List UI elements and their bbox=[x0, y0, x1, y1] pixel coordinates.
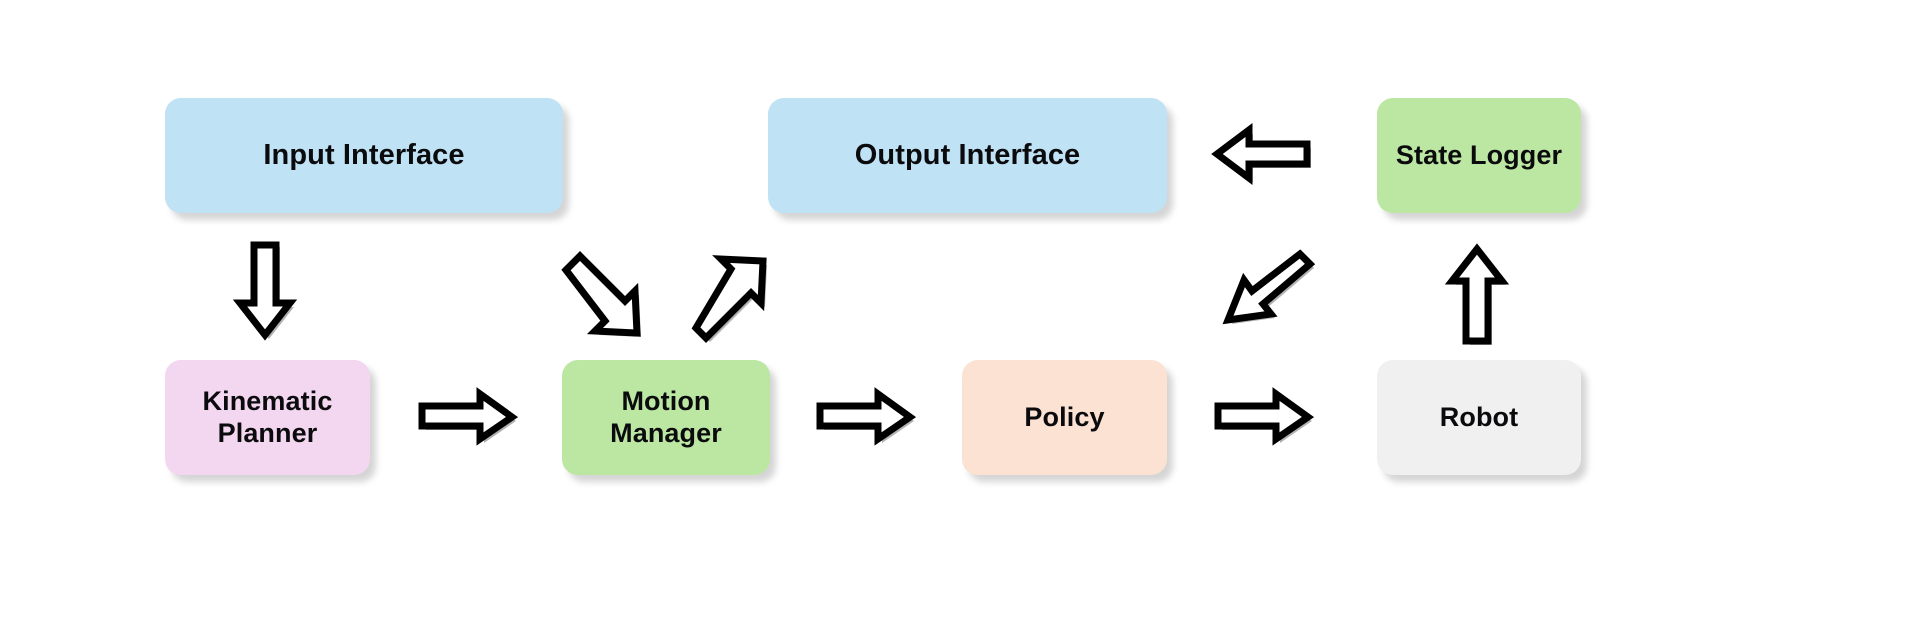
arrow-policy-to-robot-right-icon bbox=[1214, 387, 1316, 448]
node-output-interface[interactable]: Output Interface bbox=[768, 98, 1167, 213]
node-label: Policy bbox=[1024, 401, 1105, 432]
node-policy[interactable]: Policy bbox=[962, 360, 1167, 475]
arrow-motion-to-output-up-right-icon bbox=[688, 248, 788, 348]
arrow-input-to-motion-down-right-icon bbox=[558, 248, 658, 348]
node-kinematic-planner[interactable]: Kinematic Planner bbox=[165, 360, 370, 475]
node-label: State Logger bbox=[1395, 139, 1563, 170]
node-input-interface[interactable]: Input Interface bbox=[165, 98, 563, 213]
arrow-kinematic-to-motion-right-icon bbox=[418, 387, 520, 448]
arrow-robot-to-state-logger-up-icon bbox=[1444, 243, 1512, 348]
node-label: Robot bbox=[1439, 401, 1519, 432]
node-label: Output Interface bbox=[854, 139, 1081, 172]
node-label: Kinematic Planner bbox=[202, 385, 333, 448]
node-motion-manager[interactable]: Motion Manager bbox=[562, 360, 770, 475]
arrow-input-to-kinematic-down-icon bbox=[232, 241, 300, 343]
node-robot[interactable]: Robot bbox=[1377, 360, 1581, 475]
node-state-logger[interactable]: State Logger bbox=[1377, 98, 1581, 213]
arrow-motion-to-policy-right-icon bbox=[816, 387, 918, 448]
node-label: Motion Manager bbox=[610, 385, 722, 448]
node-label: Input Interface bbox=[263, 139, 465, 172]
arrow-output-to-policy-down-left-icon bbox=[1222, 249, 1322, 340]
arrow-state-logger-to-output-left-icon bbox=[1211, 123, 1315, 188]
